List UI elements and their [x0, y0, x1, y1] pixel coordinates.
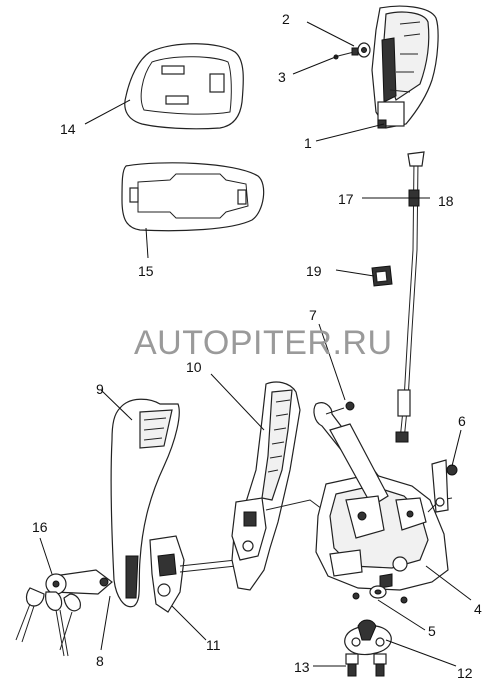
- callout-16: 16: [32, 519, 48, 535]
- callout-18: 18: [438, 193, 454, 209]
- callout-7: 7: [309, 307, 317, 323]
- part-1-inner-handle-housing: [371, 5, 439, 129]
- part-12-striker-plate: [344, 619, 392, 656]
- callout-5: 5: [428, 623, 436, 639]
- part-5-washer: [369, 585, 387, 599]
- watermark-text: AUTOPITER.RU: [134, 324, 393, 362]
- callout-1: 1: [304, 135, 312, 151]
- callout-4: 4: [474, 601, 482, 617]
- callout-9: 9: [96, 381, 104, 397]
- callout-6: 6: [458, 413, 466, 429]
- callout-8: 8: [96, 653, 104, 669]
- leader-lines: [39, 21, 472, 667]
- callout-17: 17: [338, 191, 354, 207]
- callout-11: 11: [206, 637, 221, 653]
- part-9-outer-handle: [110, 398, 180, 608]
- part-13-screws: [345, 653, 387, 677]
- callout-labels: 1 2 3 4 5 6 7 8 9 10 11 12 13 14 15 16 1…: [32, 11, 482, 681]
- callout-3: 3: [278, 69, 286, 85]
- part-14-escutcheon-plate: [124, 43, 244, 130]
- callout-13: 13: [294, 659, 310, 675]
- part-4-lock-mechanism: [315, 423, 453, 604]
- part-17-control-rod: [395, 151, 425, 443]
- part-15-escutcheon-plate: [121, 162, 265, 232]
- callout-2: 2: [282, 11, 290, 27]
- part-19-rod-clip: [371, 265, 393, 287]
- part-3-screw: [333, 47, 359, 60]
- part-2-screw-washer: [357, 42, 371, 58]
- part-10-handle-carrier: [231, 381, 327, 591]
- callout-19: 19: [306, 263, 322, 279]
- part-16-lock-cylinder-keys: [15, 569, 113, 657]
- callout-15: 15: [138, 263, 154, 279]
- part-6-bolt: [431, 459, 458, 513]
- callout-14: 14: [60, 121, 76, 137]
- callout-10: 10: [186, 359, 202, 375]
- callout-12: 12: [457, 665, 473, 681]
- part-11-linkage-bracket: [149, 535, 237, 613]
